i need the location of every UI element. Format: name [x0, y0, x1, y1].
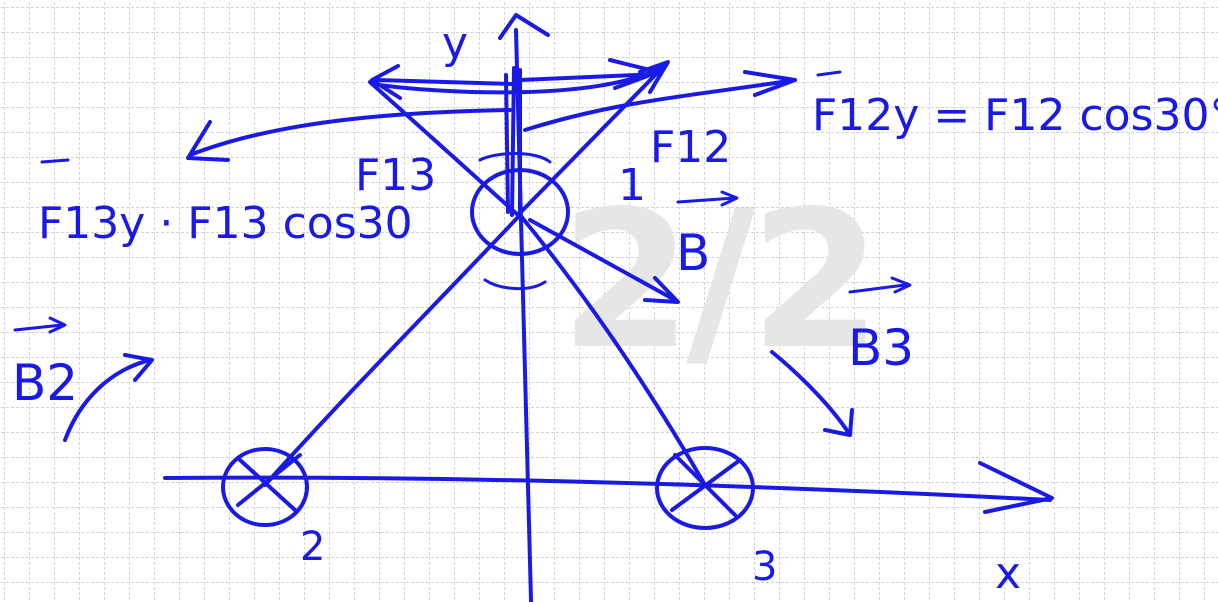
b2-overbar	[13, 316, 67, 334]
b3-label: B3	[848, 319, 914, 377]
wire-3-cross	[670, 453, 742, 517]
wire-2-cross	[236, 453, 302, 512]
f13x-component	[373, 78, 514, 86]
f12x-component	[518, 72, 662, 82]
b3-field-arrowhead	[823, 408, 854, 437]
x-axis-label: x	[995, 548, 1021, 599]
force-f12-vector	[516, 63, 667, 217]
f13y-equation: F13y · F13 cos30	[38, 198, 413, 249]
f13y-arrow	[188, 108, 512, 157]
f12y-arrow	[523, 78, 797, 132]
b-vector-label: B	[676, 224, 710, 282]
f12-to-f13-top	[370, 66, 662, 95]
wire-2-label: 2	[300, 524, 325, 570]
f12y-arrowhead	[743, 70, 797, 97]
b-vector-arrow	[528, 218, 677, 302]
b-overbar	[676, 190, 739, 207]
wire-2-circle	[221, 447, 309, 527]
force-f13-vector	[368, 80, 520, 217]
line-1-to-2	[263, 213, 522, 487]
wire-1-tick	[478, 152, 552, 164]
wire-3-circle	[655, 446, 755, 530]
f12-label: F12	[650, 122, 731, 173]
f12y-equation: F12y = F12 cos30°	[812, 90, 1218, 141]
wire-1-tick-bottom	[483, 278, 547, 291]
f13y-arrowhead	[186, 120, 230, 162]
f12y-overbar	[816, 70, 842, 77]
page-watermark: 2/2	[560, 170, 882, 391]
b3-field-arrow	[770, 350, 850, 434]
f13x-arrowhead	[370, 64, 402, 100]
b2-field-arrowhead	[123, 353, 154, 382]
x-axis-line	[163, 475, 1052, 502]
y-axis-arrowhead	[498, 13, 550, 40]
wire-1-label: 1	[618, 160, 646, 211]
b3-overbar	[848, 276, 912, 294]
f13-label: F13	[355, 150, 436, 201]
wire-3-label: 3	[752, 544, 777, 590]
b-vector-arrowhead	[643, 276, 680, 304]
x-axis-arrowhead	[978, 461, 1054, 514]
f12x-arrowhead	[608, 58, 660, 90]
b2-label: B2	[12, 354, 78, 412]
y-axis-label: y	[442, 18, 468, 69]
f13y-overbar	[40, 158, 70, 164]
b2-field-arrow	[63, 358, 152, 442]
